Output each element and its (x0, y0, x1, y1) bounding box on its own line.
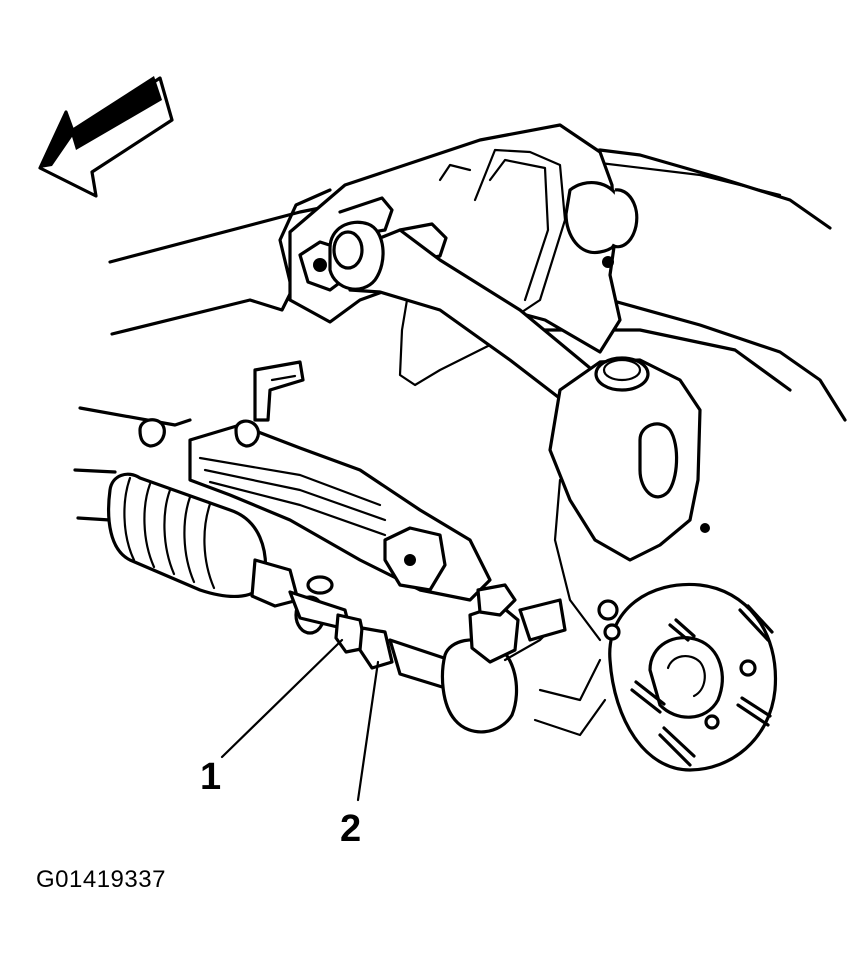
tie-rod-assembly (288, 583, 607, 737)
steering-knuckle (548, 356, 710, 642)
wheel-hub (597, 582, 778, 772)
upper-control-arm (328, 220, 612, 422)
steering-rack (138, 360, 492, 602)
callout-leaders (220, 638, 380, 802)
direction-arrow-icon (38, 76, 174, 198)
figure-code: G01419337 (36, 866, 166, 893)
callout-1: 1 (200, 756, 222, 798)
callout-2: 2 (340, 808, 362, 850)
